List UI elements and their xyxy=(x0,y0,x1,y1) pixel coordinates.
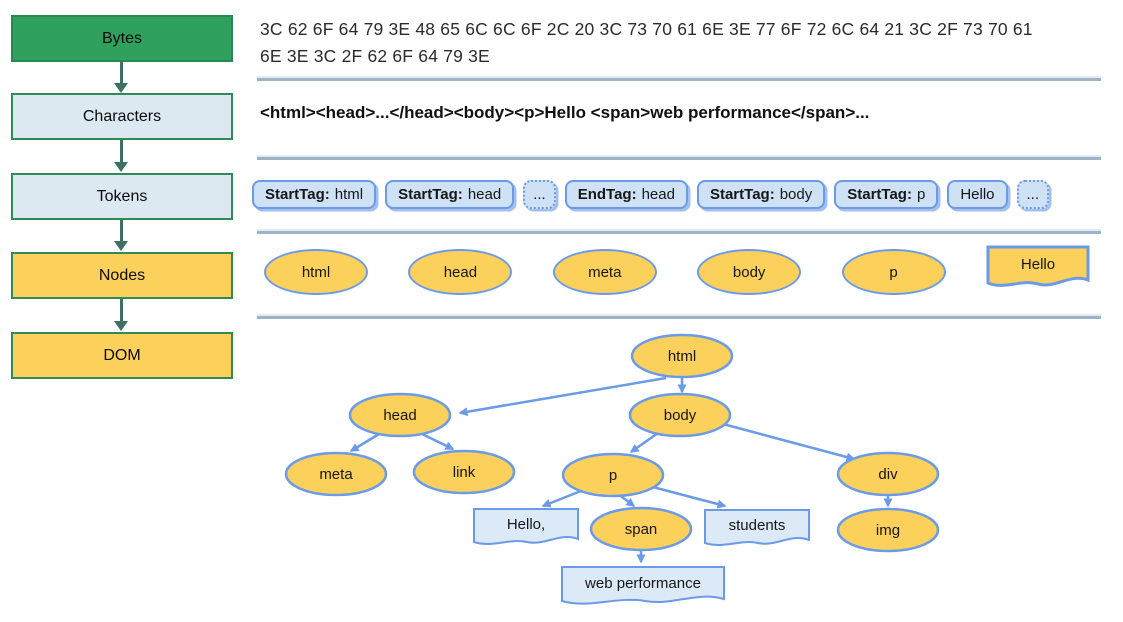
pipeline-stage-bytes: Bytes xyxy=(11,15,233,62)
token-type: StartTag: xyxy=(398,186,463,203)
tree-node-img xyxy=(836,507,940,553)
tree-edge-head-link xyxy=(421,432,455,451)
token-ellipsis: ... xyxy=(1016,180,1050,209)
down-arrow-icon xyxy=(114,299,128,331)
tree-node-label: body xyxy=(664,407,697,424)
node-label: html xyxy=(301,263,331,281)
row-divider xyxy=(257,76,1101,81)
node-label: head xyxy=(443,263,478,281)
tree-node-label: students xyxy=(729,517,786,534)
node-list: html head meta body p Hello xyxy=(264,245,1090,295)
pipeline-stage-nodes: Nodes xyxy=(11,252,233,299)
tree-edge-p-students xyxy=(648,484,727,509)
token-value: ... xyxy=(1026,186,1040,203)
tree-node-label: Hello, xyxy=(507,516,545,533)
node-text-hello: Hello xyxy=(986,245,1090,287)
node-label: body xyxy=(732,263,766,281)
token-starttag-p: StartTag: p xyxy=(834,180,939,209)
pipeline-stage-characters: Characters xyxy=(11,93,233,140)
token-value: html xyxy=(334,186,364,203)
tree-edge-body-div xyxy=(722,422,856,462)
node-label: p xyxy=(889,263,898,281)
node-meta: meta xyxy=(552,249,657,295)
token-value: Hello xyxy=(960,186,995,203)
tree-node-label: meta xyxy=(319,466,353,483)
token-value: head xyxy=(467,186,502,203)
token-value: body xyxy=(779,186,813,203)
pipeline-stage-label: Tokens xyxy=(96,187,148,205)
tree-textnode-web-performance xyxy=(561,566,725,605)
row-divider xyxy=(257,155,1101,160)
tree-node-meta xyxy=(284,451,388,497)
node-html: html xyxy=(264,249,368,295)
token-endtag-head: EndTag: head xyxy=(564,180,688,209)
down-arrow-icon xyxy=(114,220,128,251)
tree-node-div xyxy=(836,451,940,497)
row-divider xyxy=(257,314,1101,319)
document-shape xyxy=(986,245,1090,287)
tree-node-body xyxy=(628,392,732,438)
token-ellipsis: ... xyxy=(523,180,556,209)
token-text-hello: Hello xyxy=(947,180,1008,209)
tree-edge-html-head xyxy=(458,376,667,417)
tree-edge-head-meta xyxy=(349,432,380,453)
bytes-hex-text: 3C 62 6F 64 79 3E 48 65 6C 6C 6F 2C 20 3… xyxy=(260,16,1112,70)
tree-edge-p-hello xyxy=(541,487,587,508)
tree-textnode-students xyxy=(704,509,810,546)
tree-node-html xyxy=(630,333,734,379)
token-type: StartTag: xyxy=(709,186,775,203)
node-label: meta xyxy=(588,263,622,281)
token-starttag-html: StartTag: html xyxy=(252,180,377,209)
tree-edge-body-p xyxy=(629,431,659,454)
pipeline-stage-label: DOM xyxy=(103,346,141,364)
characters-markup-text: <html><head>...</head><body><p>Hello <sp… xyxy=(260,103,870,122)
tree-node-label: p xyxy=(609,467,617,484)
tree-node-head xyxy=(348,392,452,438)
tree-node-label: span xyxy=(625,521,658,538)
tree-node-p xyxy=(561,452,665,498)
tree-node-label: html xyxy=(668,348,696,365)
bytes-hex-line1: 3C 62 6F 64 79 3E 48 65 6C 6C 6F 2C 20 3… xyxy=(260,19,1033,39)
pipeline-stage-label: Nodes xyxy=(98,266,146,284)
bytes-hex-line2: 6E 3E 3C 2F 62 6F 64 79 3E xyxy=(260,46,490,66)
tree-node-label: link xyxy=(453,464,476,481)
pipeline-stage-label: Bytes xyxy=(101,29,142,47)
tree-node-label: head xyxy=(383,407,416,424)
token-type: EndTag: xyxy=(577,186,637,203)
node-p: p xyxy=(841,249,946,295)
token-type: StartTag: xyxy=(847,186,912,203)
tree-node-label: div xyxy=(878,466,898,483)
down-arrow-icon xyxy=(114,62,128,93)
pipeline-stage-label: Characters xyxy=(82,107,162,125)
tree-node-link xyxy=(412,449,516,495)
token-value: head xyxy=(641,186,675,203)
tree-node-label: web performance xyxy=(584,575,701,592)
token-starttag-head: StartTag: head xyxy=(385,180,515,209)
node-body: body xyxy=(697,249,802,295)
tree-node-span xyxy=(589,506,693,552)
down-arrow-icon xyxy=(114,140,128,172)
tree-textnode-hello xyxy=(473,508,579,545)
dom-tree: html head body meta link p div Hello, sp… xyxy=(284,333,940,605)
token-list: StartTag: html StartTag: head ... EndTag… xyxy=(252,180,1050,209)
node-label: Hello xyxy=(1021,256,1055,273)
pipeline-stage-tokens: Tokens xyxy=(11,173,233,220)
row-divider xyxy=(257,229,1101,234)
token-value: p xyxy=(916,186,926,203)
node-head: head xyxy=(408,249,513,295)
token-starttag-body: StartTag: body xyxy=(696,180,826,209)
token-value: ... xyxy=(533,186,546,203)
tree-node-label: img xyxy=(876,522,900,539)
token-type: StartTag: xyxy=(265,186,330,203)
pipeline-stage-dom: DOM xyxy=(11,332,233,379)
